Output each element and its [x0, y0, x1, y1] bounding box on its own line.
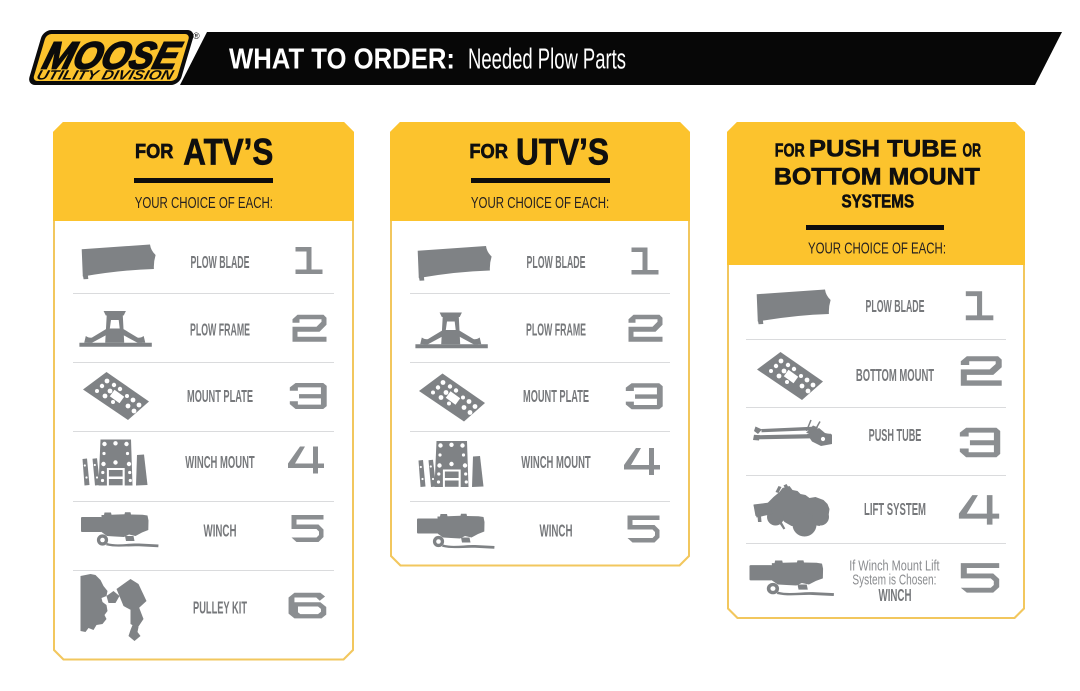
svg-text:MOOSE: MOOSE — [38, 35, 185, 77]
svg-text:PLOW BLADE: PLOW BLADE — [527, 252, 586, 272]
svg-text:OR: OR — [963, 140, 982, 161]
svg-text:UTILITY DIVISION: UTILITY DIVISION — [35, 68, 177, 83]
svg-text:Needed Plow Parts: Needed Plow Parts — [468, 43, 626, 75]
svg-text:MOUNT PLATE: MOUNT PLATE — [187, 386, 253, 406]
svg-text:WINCH: WINCH — [204, 521, 237, 541]
svg-text:System is Chosen:: System is Chosen: — [852, 572, 936, 589]
svg-text:SYSTEMS: SYSTEMS — [842, 191, 915, 211]
svg-text:PUSH TUBE: PUSH TUBE — [809, 137, 957, 163]
svg-text:If Winch Mount Lift: If Winch Mount Lift — [849, 558, 940, 575]
svg-text:FOR: FOR — [469, 140, 508, 163]
svg-text:BOTTOM MOUNT: BOTTOM MOUNT — [774, 165, 981, 191]
svg-text:YOUR CHOICE OF EACH:: YOUR CHOICE OF EACH: — [471, 195, 609, 212]
svg-text:®: ® — [193, 31, 200, 41]
svg-text:FOR: FOR — [135, 140, 173, 163]
svg-text:WHAT TO ORDER:: WHAT TO ORDER: — [229, 43, 455, 75]
svg-text:WINCH: WINCH — [879, 585, 912, 605]
svg-text:ATV’S: ATV’S — [183, 131, 273, 173]
svg-text:WINCH MOUNT: WINCH MOUNT — [185, 452, 255, 472]
svg-text:WINCH: WINCH — [540, 521, 573, 541]
svg-text:BOTTOM MOUNT: BOTTOM MOUNT — [856, 365, 934, 385]
svg-text:PLOW FRAME: PLOW FRAME — [190, 320, 250, 340]
svg-text:YOUR CHOICE OF EACH:: YOUR CHOICE OF EACH: — [135, 195, 273, 212]
svg-text:FOR: FOR — [775, 140, 805, 161]
svg-text:MOUNT PLATE: MOUNT PLATE — [523, 386, 589, 406]
svg-text:WINCH MOUNT: WINCH MOUNT — [521, 452, 591, 472]
svg-text:UTV’S: UTV’S — [516, 131, 609, 173]
svg-text:PULLEY KIT: PULLEY KIT — [193, 597, 247, 617]
svg-text:PLOW FRAME: PLOW FRAME — [526, 320, 586, 340]
svg-text:PLOW BLADE: PLOW BLADE — [866, 296, 925, 316]
svg-text:PUSH TUBE: PUSH TUBE — [869, 425, 922, 445]
svg-text:PLOW BLADE: PLOW BLADE — [191, 252, 250, 272]
svg-text:YOUR CHOICE OF EACH:: YOUR CHOICE OF EACH: — [808, 241, 946, 258]
svg-text:LIFT SYSTEM: LIFT SYSTEM — [864, 499, 926, 519]
